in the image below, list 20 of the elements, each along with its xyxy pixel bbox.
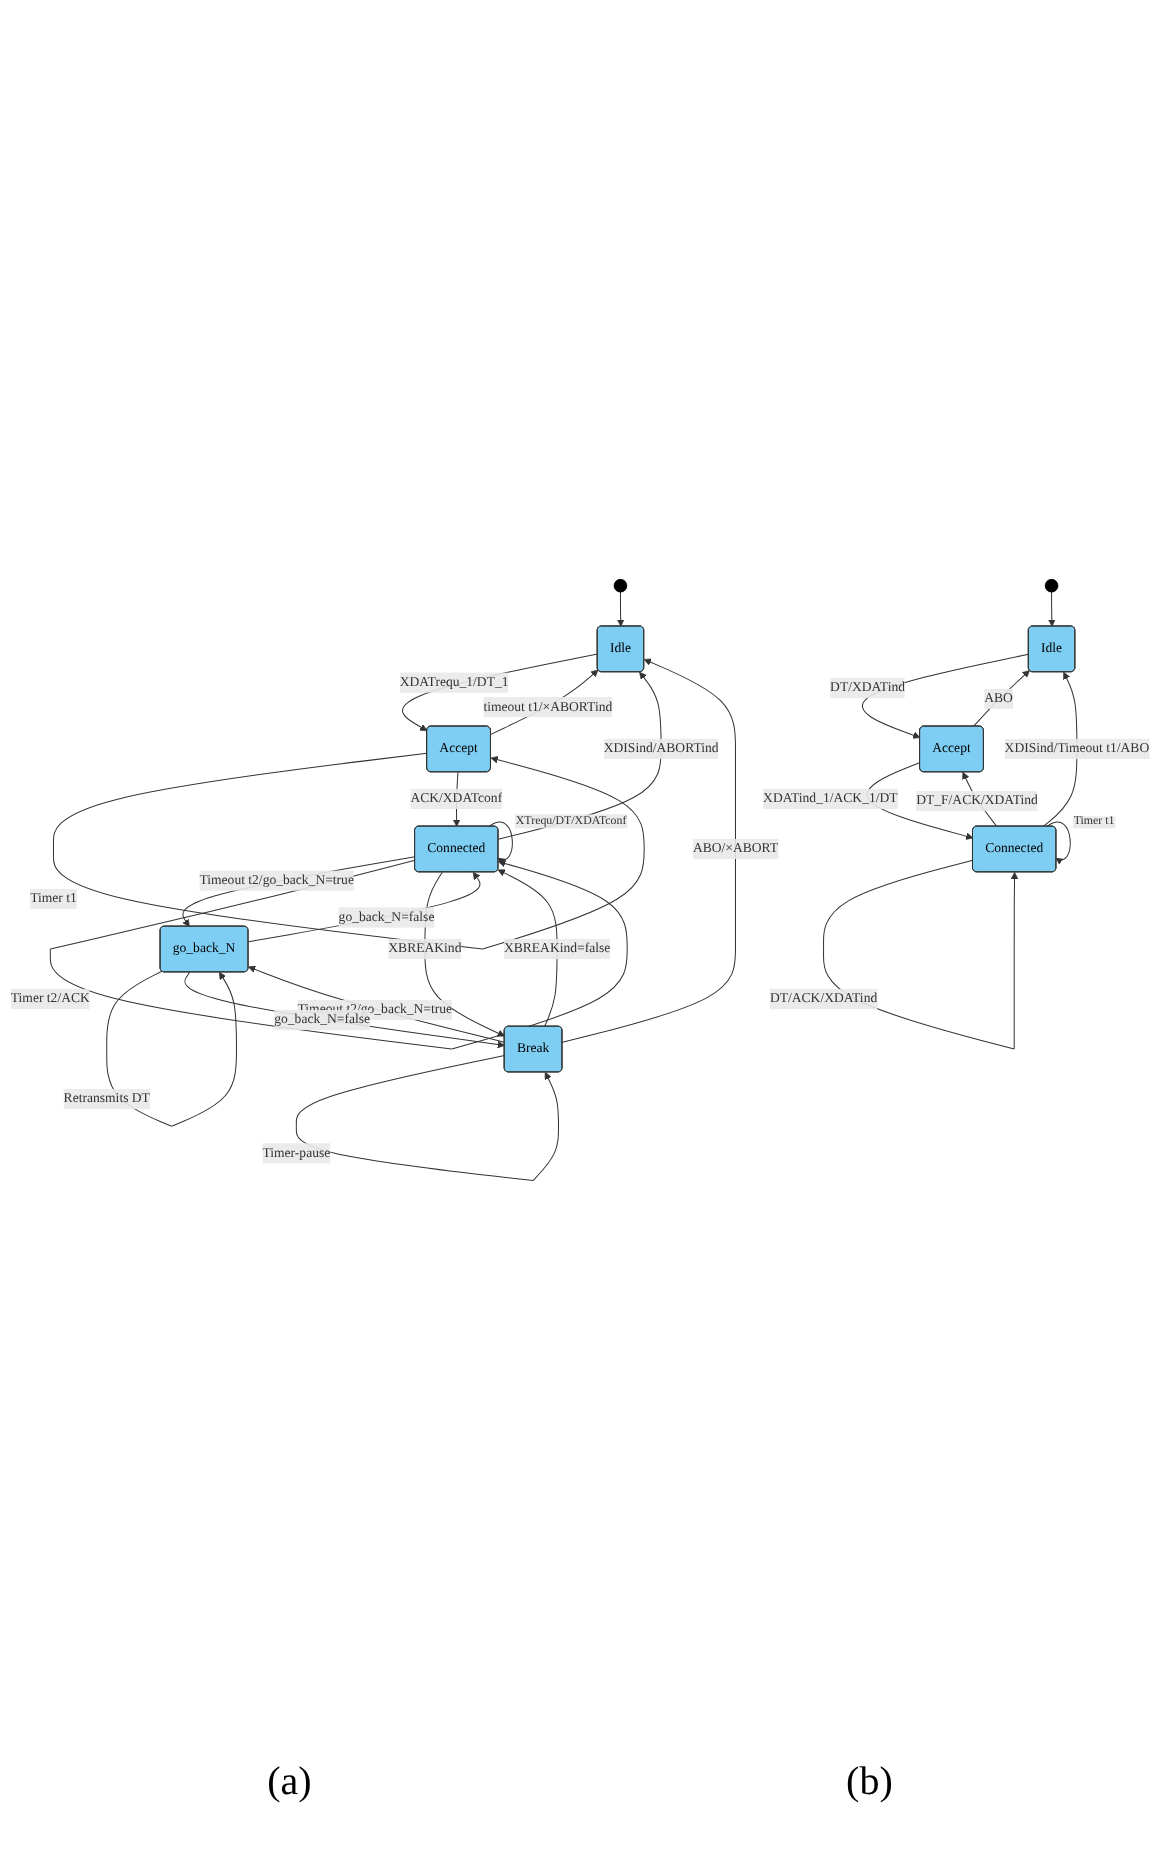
arrow xyxy=(182,856,416,927)
arrow xyxy=(53,752,645,950)
arrow xyxy=(497,869,558,1028)
arrow xyxy=(617,591,625,627)
panel-label: (a) xyxy=(267,1760,312,1806)
node-circle xyxy=(1044,578,1059,593)
arrow xyxy=(972,670,1030,727)
arrow xyxy=(561,658,736,1043)
self-loop-arrow xyxy=(489,821,513,864)
node-circle xyxy=(613,578,628,593)
arrow xyxy=(247,871,481,943)
arrow xyxy=(184,971,505,1049)
arrow xyxy=(862,653,1030,739)
self-loop-arrow xyxy=(1046,821,1071,864)
arrow xyxy=(49,859,628,1050)
arrow xyxy=(295,1055,559,1182)
arrow xyxy=(1042,671,1078,827)
arrow xyxy=(1048,591,1056,627)
arrow xyxy=(248,965,506,1043)
panel-label: (b) xyxy=(846,1760,893,1806)
